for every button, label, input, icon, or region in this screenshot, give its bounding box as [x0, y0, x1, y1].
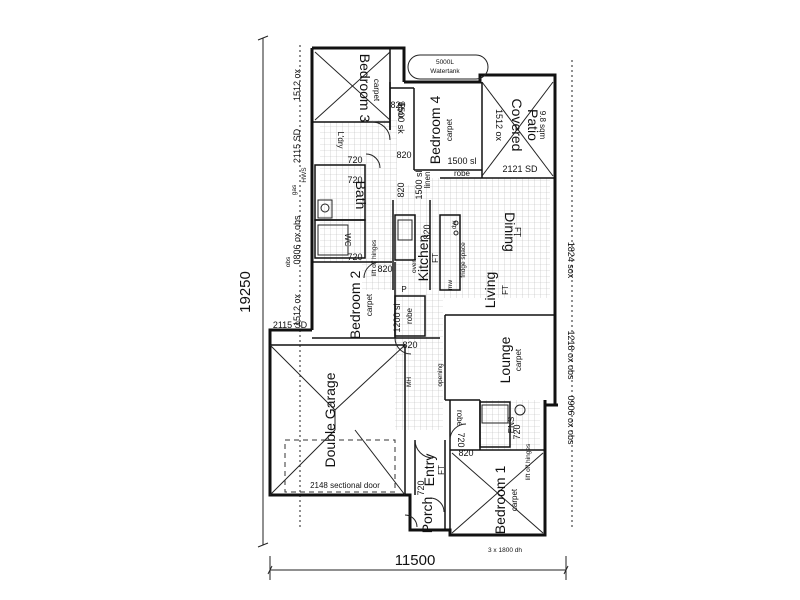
- dim-0906: 0906 ox obs: [566, 395, 576, 445]
- dim-1500sl-2: 1500 sl: [414, 170, 424, 199]
- door-820-a: 820: [390, 100, 405, 110]
- entry-label: Entry: [421, 454, 437, 487]
- obs-label: obs: [285, 256, 292, 267]
- entry-floor: FT: [437, 465, 446, 475]
- interior-walls: [270, 48, 555, 535]
- dim-2115sd: 2115 SD: [292, 128, 302, 163]
- robe-bed4: robe: [396, 101, 405, 118]
- dining-label: Dining: [502, 212, 518, 252]
- bedroom3-floor: carpet: [372, 79, 381, 102]
- bathroom-label: Bath: [353, 181, 369, 210]
- robe-bed2: robe: [405, 307, 414, 324]
- gas-label: gas: [291, 184, 298, 195]
- dim-2115sd-2: 2115 SD: [273, 320, 308, 330]
- mh-label: MH: [406, 377, 413, 387]
- dim-1218: 1218 ox obs: [566, 330, 576, 380]
- bedroom3-label: Bedroom 3: [357, 54, 373, 123]
- overall-length: 19250: [237, 271, 254, 313]
- door-820-f: 820: [396, 182, 406, 197]
- bedroom2-floor: carpet: [365, 293, 374, 316]
- opening-label: opening: [437, 363, 444, 387]
- hinges-label-2: lift off hinges: [525, 443, 532, 480]
- dim-1512-patio: 1512 ox: [494, 109, 504, 142]
- dim-1512-mid: 1512 ox: [292, 293, 302, 326]
- robe-bed4-b: robe: [454, 169, 471, 178]
- bedroom4-label: Bedroom 4: [427, 96, 443, 165]
- door-swings: [363, 121, 467, 528]
- water-tank-label-2: Watertank: [430, 68, 460, 75]
- window-bed1: 3 x 1800 dh: [488, 547, 522, 554]
- oven-label: oven: [411, 259, 418, 273]
- bedroom2-label: Bedroom 2: [347, 271, 363, 340]
- lounge-floor: carpet: [514, 348, 523, 371]
- kitchen-label: Kitchen: [415, 235, 431, 282]
- lounge-label: Lounge: [497, 336, 513, 383]
- door-720-a: 720: [347, 155, 362, 165]
- mw-label: mw: [447, 280, 454, 290]
- door-720-f: 720: [416, 480, 426, 495]
- dim-1824: 1824 sox: [566, 242, 576, 279]
- porch-label: Porch: [419, 497, 435, 534]
- door-720-e: 720: [512, 424, 522, 439]
- dining-floor: FT: [513, 227, 522, 237]
- door-820-g: 820: [422, 224, 432, 239]
- patio-area: 9.8 sqm: [538, 111, 547, 140]
- living-label: Living: [482, 272, 498, 309]
- overall-dimensions: [257, 35, 573, 580]
- fridge-label: fridge space: [460, 242, 467, 278]
- hws-label: HWS: [301, 167, 308, 183]
- dim-0806: 0806 ox obs: [292, 215, 302, 265]
- water-tank-label-1: 5000L: [436, 59, 454, 66]
- linen-label: linen: [423, 172, 432, 189]
- door-720-c: 720: [347, 252, 362, 262]
- patio-label-1: Covered: [509, 99, 525, 152]
- door-820-d: 820: [402, 340, 417, 350]
- living-floor: FT: [501, 285, 510, 295]
- garage-label: Double Garage: [322, 372, 338, 467]
- robe-bed1: robe: [455, 410, 464, 427]
- roof-hip-lines: [314, 51, 554, 534]
- dim-1512-top: 1512 ox: [292, 68, 302, 101]
- water-tank: [407, 54, 489, 80]
- dim-2121sd: 2121 SD: [502, 164, 538, 174]
- door-720-b: 720: [347, 175, 362, 185]
- patio-label-2: Patio: [525, 109, 541, 141]
- dim-1500sk: 1500 sk: [396, 102, 406, 134]
- bedroom1-floor: carpet: [510, 488, 519, 511]
- exterior-walls: [268, 46, 558, 537]
- garage-roof-lines: [269, 344, 406, 496]
- bedroom4-floor: carpet: [445, 118, 454, 141]
- dim-1500sl: 1500 sl: [447, 156, 476, 166]
- pantry-label: P: [401, 285, 406, 294]
- dim-1200sl: 1200 sl: [392, 303, 402, 332]
- sanitary-fixtures: [317, 199, 526, 424]
- kitchen-floor: FT: [431, 253, 440, 263]
- door-720-d: 720: [456, 432, 466, 447]
- door-820-e: 820: [458, 448, 473, 458]
- door-820-b: 820: [396, 150, 411, 160]
- hinges-label-1: lift off hinges: [371, 239, 378, 276]
- laundry-label: L'dry: [336, 131, 345, 148]
- bedroom1-label: Bedroom 1: [492, 466, 508, 535]
- overall-width: 11500: [395, 552, 436, 569]
- ens-label: ENS: [507, 417, 516, 433]
- door-820-c: 820: [377, 264, 392, 274]
- garage-door-label: 2148 sectional door: [310, 481, 380, 490]
